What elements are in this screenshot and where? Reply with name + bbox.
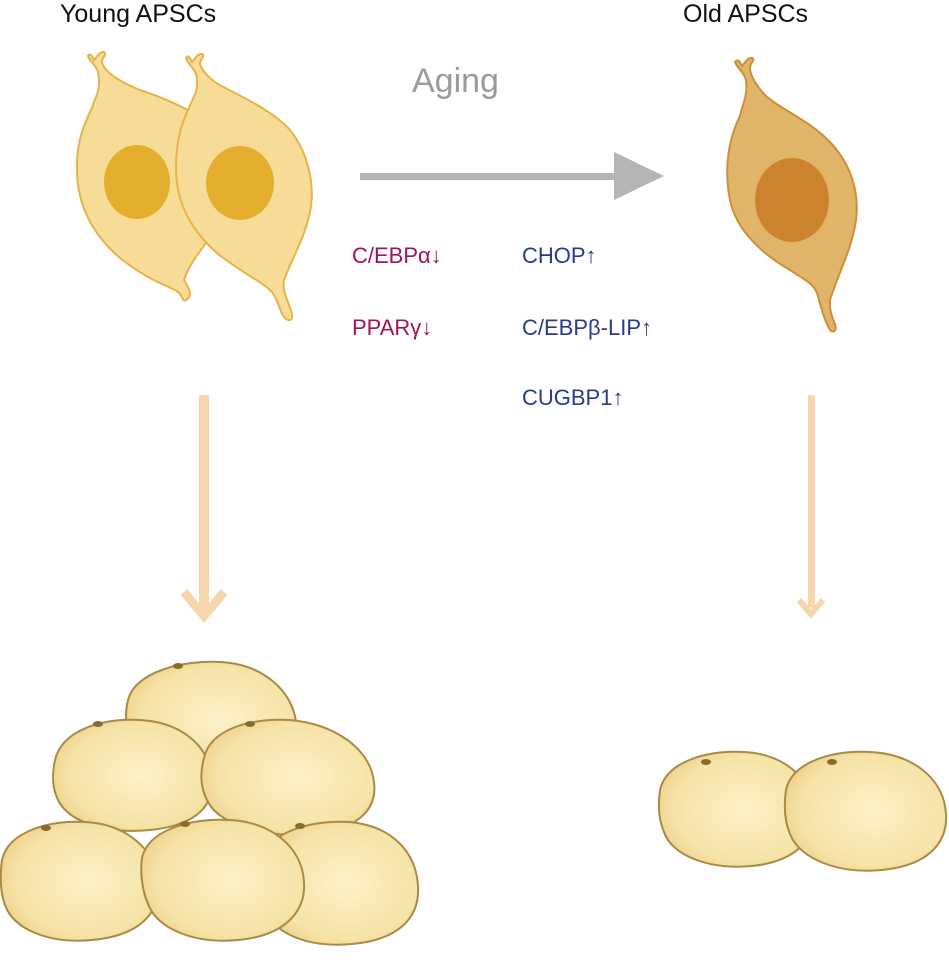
- old-apscs-title: Old APSCs: [683, 0, 809, 28]
- young-apscs-title: Young APSCs: [60, 0, 217, 28]
- adipocyte: [52, 718, 214, 832]
- adipocyte: [140, 818, 306, 942]
- upregulated-gene-cebpb-lip: C/EBPβ-LIP↑: [522, 315, 653, 340]
- downregulated-gene-pparg: PPARγ↓: [352, 315, 433, 340]
- young-adipocyte-cluster: [0, 660, 420, 946]
- aging-label: Aging: [412, 62, 499, 100]
- old-differentiation-arrow: [796, 395, 826, 619]
- upregulated-gene-cugbp1: CUGBP1↑: [522, 385, 624, 410]
- young-cell-right: [174, 52, 313, 322]
- young-differentiation-arrow: [180, 395, 228, 624]
- adipocyte: [200, 718, 376, 836]
- old-cell: [726, 56, 858, 333]
- downregulated-gene-cebpa: C/EBPα↓: [352, 243, 442, 268]
- adipocyte: [0, 820, 160, 942]
- adipocyte: [783, 750, 948, 872]
- young-cell-left: [75, 50, 236, 302]
- old-adipocyte-cluster: [657, 750, 948, 872]
- upregulated-gene-chop: CHOP↑: [522, 243, 597, 268]
- aging-arrow: [360, 152, 664, 200]
